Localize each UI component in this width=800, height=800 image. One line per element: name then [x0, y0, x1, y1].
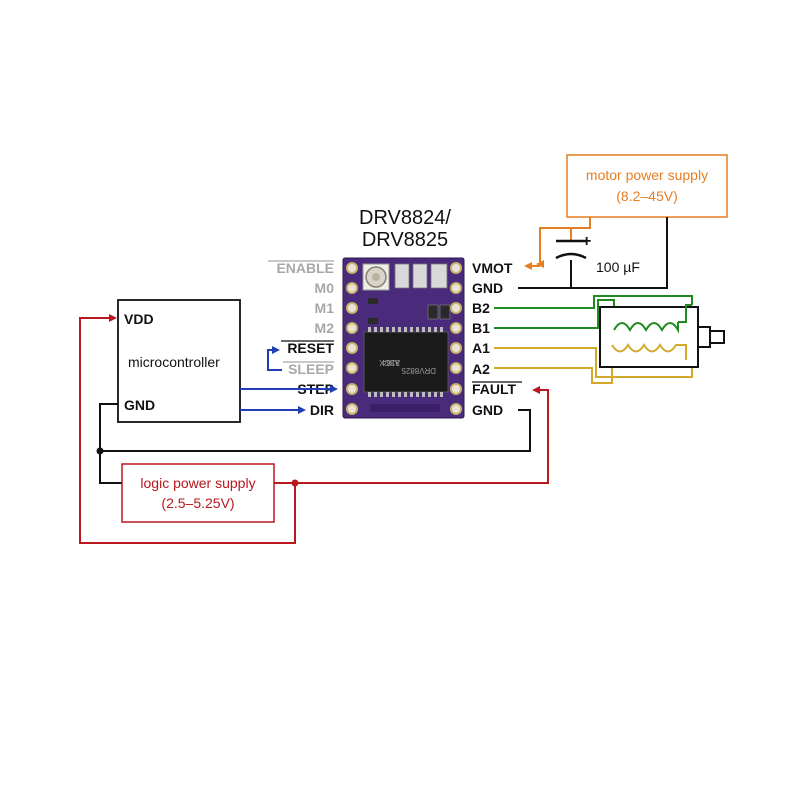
vmot-arrow — [536, 260, 544, 268]
vdd-arrow — [109, 314, 117, 322]
driver-title-line1: DRV8824/ — [359, 207, 451, 229]
capacitor-component — [412, 263, 428, 289]
mcu-vdd-label: VDD — [124, 311, 154, 327]
chip-marking-2: 3184 — [382, 358, 400, 367]
logic-supply-outline — [121, 463, 275, 523]
pin-dir: DIR — [310, 402, 334, 418]
smd-component — [439, 304, 451, 320]
motor-supply-line2: (8.2–45V) — [616, 188, 677, 204]
pin-m1: M1 — [315, 300, 335, 316]
capacitor-polarity: + — [582, 233, 591, 250]
pin-sleep: SLEEP — [288, 361, 334, 377]
motor-supply-outline — [566, 154, 728, 218]
smd-component — [427, 304, 439, 320]
coil-b — [613, 322, 679, 334]
pin-m2: M2 — [315, 320, 335, 336]
vmot-arrow-head — [524, 262, 532, 270]
motor-supply-line1: motor power supply — [586, 167, 708, 183]
pin-b2: B2 — [472, 300, 490, 316]
smd-resistor — [368, 318, 378, 324]
mcu-gnd-wire — [99, 403, 122, 484]
reset-sleep-jumper — [267, 349, 282, 371]
chip-marking-1: A3CX — [378, 358, 400, 367]
microcontroller-outline — [117, 299, 241, 423]
fault-arrow — [532, 386, 540, 394]
logic-supply-line2: (2.5–5.25V) — [161, 495, 234, 511]
mcu-name: microcontroller — [128, 354, 220, 370]
motor-gnd-wire — [518, 217, 668, 289]
pin-vmot: VMOT — [472, 260, 513, 276]
pin-b1: B1 — [472, 320, 490, 336]
a2-wire — [494, 345, 613, 384]
step-arrow — [330, 385, 338, 393]
coil-b-lead — [678, 304, 692, 323]
signal-wires — [240, 346, 338, 414]
pin-gnd-motor: GND — [472, 280, 503, 296]
b1-wire — [494, 299, 615, 329]
right-pin-labels: VMOT GND B2 B1 A1 A2 FAULT GND — [472, 260, 522, 418]
pin-m0: M0 — [315, 280, 335, 296]
logic-power-wires — [79, 314, 549, 544]
capacitor-value: 100 µF — [596, 259, 640, 275]
right-header-holes — [450, 262, 462, 415]
current-limit-potentiometer — [362, 263, 390, 291]
gnd-junction — [96, 447, 104, 455]
left-header-holes — [346, 262, 358, 415]
pin-reset: RESET — [287, 340, 334, 356]
pin-a2: A2 — [472, 361, 490, 377]
motor-shaft-mount — [697, 326, 711, 348]
vmot-wire — [539, 217, 591, 262]
logic-power-supply-box: logic power supply (2.5–5.25V) — [121, 463, 275, 523]
capacitor-symbol: + 100 µF — [555, 233, 640, 275]
motor-power-wires — [518, 217, 668, 289]
driver-title-line2: DRV8825 — [362, 229, 448, 251]
fault-pullup-wire — [274, 389, 549, 484]
logic-supply-line1: logic power supply — [140, 475, 255, 491]
driver-gnd-wire — [100, 409, 531, 452]
vdd-junction — [291, 479, 299, 487]
stepper-motor — [599, 304, 725, 368]
board-bottom-trace — [370, 404, 440, 412]
motor-power-supply-box: motor power supply (8.2–45V) — [566, 154, 728, 218]
vdd-wire — [79, 317, 296, 544]
microcontroller-box: VDD microcontroller GND — [117, 299, 241, 423]
smd-resistor — [368, 298, 378, 304]
chip-marking-3: DRV8825 — [401, 366, 436, 375]
coil-a — [611, 343, 687, 360]
pin-gnd-logic: GND — [472, 402, 503, 418]
pin-enable: ENABLE — [276, 260, 334, 276]
pin-fault: FAULT — [472, 381, 517, 397]
motor-body — [599, 306, 699, 368]
b2-wire — [494, 295, 693, 309]
mcu-gnd-label: GND — [124, 397, 155, 413]
motor-shaft — [709, 330, 725, 344]
dir-arrow — [298, 406, 306, 414]
driver-ic-chip: A3CX 3184 DRV8825 — [363, 327, 449, 397]
left-pin-labels: ENABLE M0 M1 M2 RESET SLEEP STEP DIR — [268, 260, 334, 418]
a1-wire — [494, 347, 693, 378]
logic-ground-wires — [96, 403, 531, 484]
reset-arrow — [272, 346, 280, 354]
pin-a1: A1 — [472, 340, 490, 356]
driver-board: A3CX 3184 DRV8825 — [342, 257, 465, 419]
capacitor-component — [430, 263, 448, 289]
capacitor-component — [394, 263, 410, 289]
